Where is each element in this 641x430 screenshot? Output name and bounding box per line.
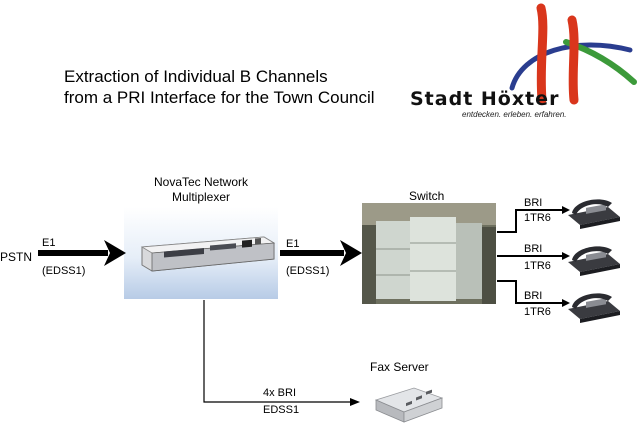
phone-3-protocol-label: 1TR6 [524, 306, 551, 318]
phone-3-line-label: BRI [524, 290, 543, 302]
mux-protocol-label: (EDSS1) [286, 265, 330, 277]
pstn-to-mux-arrowhead [104, 240, 126, 266]
logo-name: Stadt Höxter [410, 88, 560, 110]
telephone-icon [568, 199, 620, 229]
multiplexer-device-icon [140, 236, 276, 272]
fax-arrowhead [350, 398, 360, 406]
mux-e1-label: E1 [286, 238, 300, 250]
switch-photo [362, 203, 496, 304]
phone-1-arrowhead [562, 206, 570, 214]
fax-protocol-label: EDSS1 [263, 404, 300, 416]
phone-2-line-label: BRI [524, 243, 543, 255]
logo-tagline: entdecken. erleben. erfahren. [462, 110, 567, 119]
fax-server-icon [374, 387, 444, 423]
fax-line-label: 4x BRI [263, 387, 297, 399]
logo-red-stroke-left [536, 3, 548, 105]
phone-2-arrowhead [562, 252, 570, 260]
telephone-icon [568, 293, 620, 323]
phone-1-line-label: BRI [524, 197, 543, 209]
multiplexer-label-2: Multiplexer [171, 190, 231, 204]
logo-red-stroke-right [567, 15, 579, 105]
phone-2-protocol-label: 1TR6 [524, 260, 551, 272]
logo-blue-arc [509, 42, 633, 91]
phone-3-arrowhead [562, 299, 570, 307]
pstn-label: PSTN [0, 250, 33, 264]
phone-1-protocol-label: 1TR6 [524, 212, 551, 224]
mux-to-switch-arrowhead [340, 240, 362, 266]
pstn-protocol-label: (EDSS1) [42, 265, 86, 277]
title-line-2: from a PRI Interface for the Town Counci… [64, 88, 375, 107]
switch-cabinet-graphic [362, 203, 496, 304]
pstn-e1-label: E1 [42, 237, 56, 249]
multiplexer-image [124, 207, 278, 299]
multiplexer-label-1: NovaTec Network [153, 175, 249, 189]
fax-server-label: Fax Server [370, 360, 429, 374]
telephone-icon [568, 246, 620, 276]
switch-label: Switch [409, 189, 445, 203]
title-line-1: Extraction of Individual B Channels [64, 67, 328, 86]
logo-green-swoosh [563, 39, 637, 85]
